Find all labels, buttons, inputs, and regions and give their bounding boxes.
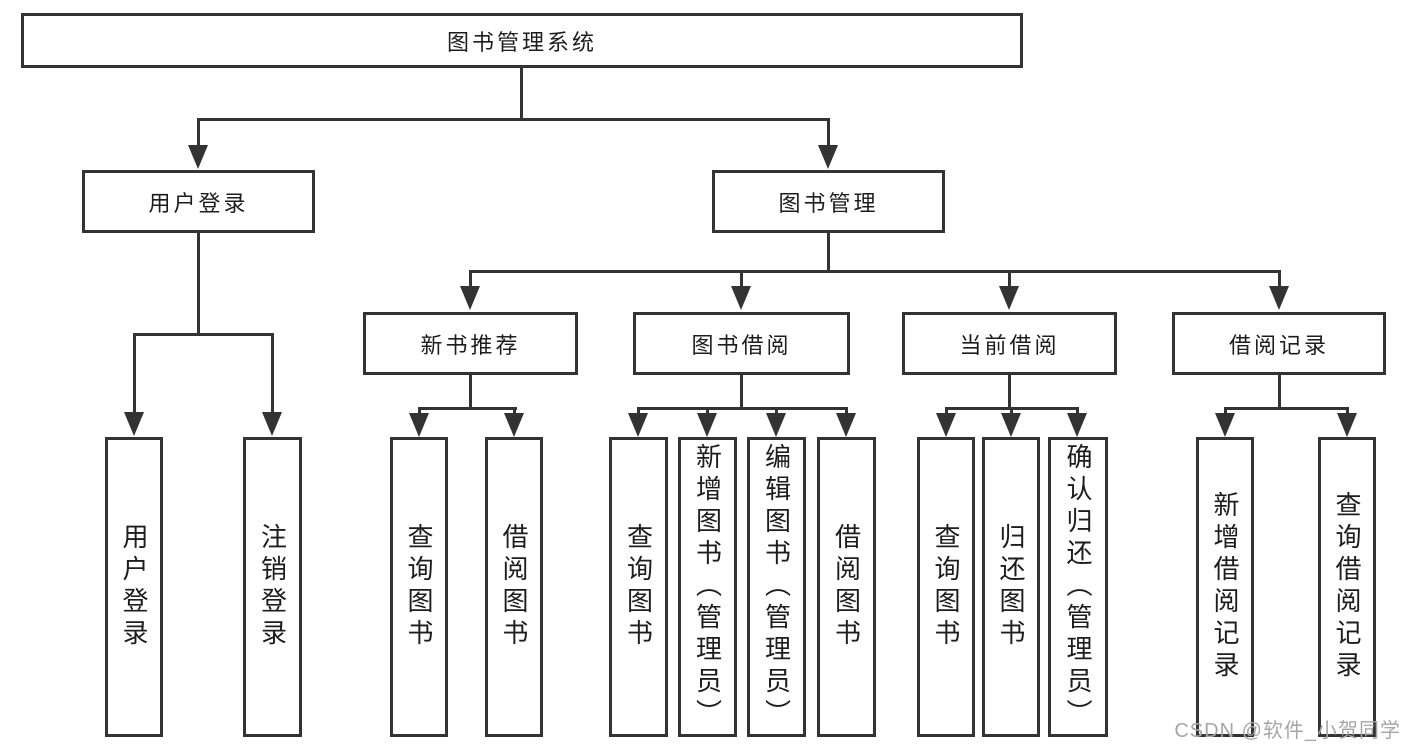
connector-recommend-rail xyxy=(418,407,517,410)
arrowhead-down-icon xyxy=(409,413,429,437)
node-label: 图书借阅 xyxy=(691,332,792,358)
connector-arrow-line xyxy=(1278,270,1281,288)
box-current-borrowing: 当前借阅 xyxy=(902,312,1117,375)
leaf-logout-login: 注销登录 xyxy=(243,437,302,737)
node-label: 图书管理 xyxy=(778,190,879,216)
arrowhead-down-icon xyxy=(697,413,717,437)
box-book-borrowing: 图书借阅 xyxy=(633,312,850,375)
connector-arrow-line xyxy=(1224,407,1227,415)
leaf-user-login: 用户登录 xyxy=(105,437,163,737)
arrowhead-down-icon xyxy=(262,412,282,436)
node-label: 借阅图书 xyxy=(499,523,529,651)
leaf-query-borrow-record: 查询借阅记录 xyxy=(1318,437,1376,737)
connector-arrow-line xyxy=(469,270,472,288)
box-user-login: 用户登录 xyxy=(82,170,315,233)
arrowhead-down-icon xyxy=(936,413,956,437)
connector-user-login-rail xyxy=(133,333,274,336)
node-label: 当前借阅 xyxy=(959,332,1060,358)
arrowhead-down-icon xyxy=(1001,413,1021,437)
arrowhead-down-icon xyxy=(460,286,480,310)
connector-arrow-line xyxy=(1346,407,1349,415)
connector-book-management-rail xyxy=(469,270,1281,273)
node-label: 注销登录 xyxy=(257,523,288,651)
leaf-query-books-recommend: 查询图书 xyxy=(390,437,448,737)
csdn-watermark: CSDN @软件_小贺同学 xyxy=(1174,720,1401,742)
connector-arrow-line xyxy=(845,407,848,415)
connector-arrow-line xyxy=(271,333,274,413)
leaf-add-borrow-record: 新增借阅记录 xyxy=(1196,437,1254,737)
box-borrowing-records: 借阅记录 xyxy=(1172,312,1386,375)
arrowhead-down-icon xyxy=(999,286,1019,310)
connector-arrow-line xyxy=(706,407,709,415)
connector-arrow-line xyxy=(827,118,830,148)
connector-arrow-line xyxy=(1010,407,1013,415)
arrowhead-down-icon xyxy=(1337,413,1357,437)
connector-root-stem xyxy=(520,68,523,120)
arrowhead-down-icon xyxy=(504,413,524,437)
leaf-borrow-books-borrowing: 借阅图书 xyxy=(817,437,876,737)
connector-borrowing-stem xyxy=(740,375,743,410)
leaf-query-books-current: 查询图书 xyxy=(917,437,975,737)
connector-level1-rail xyxy=(197,118,830,121)
connector-arrow-line xyxy=(775,407,778,415)
arrowhead-down-icon xyxy=(836,413,856,437)
node-label: 确认归还（管理员） xyxy=(1063,443,1093,731)
arrowhead-down-icon xyxy=(124,412,144,436)
connector-user-login-stem xyxy=(197,233,200,336)
connector-arrow-line xyxy=(133,333,136,413)
node-label: 新书推荐 xyxy=(420,332,521,358)
node-label: 图书管理系统 xyxy=(446,29,597,55)
leaf-edit-books-admin: 编辑图书（管理员） xyxy=(747,437,806,737)
node-label: 借阅记录 xyxy=(1228,332,1329,358)
arrowhead-down-icon xyxy=(1215,413,1235,437)
box-root-system: 图书管理系统 xyxy=(21,13,1023,68)
arrowhead-down-icon xyxy=(1269,286,1289,310)
leaf-query-books-borrowing: 查询图书 xyxy=(609,437,668,737)
connector-arrow-line xyxy=(418,407,421,415)
connector-borrowing-rail xyxy=(637,407,848,410)
connector-arrow-line xyxy=(197,118,200,148)
connector-current-stem xyxy=(1008,375,1011,410)
arrowhead-down-icon xyxy=(731,286,751,310)
node-label: 新增借阅记录 xyxy=(1210,491,1240,683)
connector-records-stem xyxy=(1278,375,1281,410)
arrowhead-down-icon xyxy=(188,145,208,169)
arrowhead-down-icon xyxy=(628,413,648,437)
node-label: 归还图书 xyxy=(996,523,1026,651)
leaf-confirm-return-admin: 确认归还（管理员） xyxy=(1048,437,1108,737)
connector-arrow-line xyxy=(637,407,640,415)
node-label: 用户登录 xyxy=(119,523,149,651)
box-book-management: 图书管理 xyxy=(712,170,945,233)
node-label: 查询图书 xyxy=(931,523,961,651)
node-label: 新增图书（管理员） xyxy=(692,443,723,731)
connector-recommend-stem xyxy=(469,375,472,410)
leaf-return-books: 归还图书 xyxy=(982,437,1040,737)
connector-records-rail xyxy=(1224,407,1349,410)
node-label: 用户登录 xyxy=(148,190,249,216)
connector-arrow-line xyxy=(1008,270,1011,288)
node-label: 编辑图书（管理员） xyxy=(761,443,792,731)
arrowhead-down-icon xyxy=(766,413,786,437)
arrowhead-down-icon xyxy=(818,145,838,169)
connector-arrow-line xyxy=(1076,407,1079,415)
arrowhead-down-icon xyxy=(1067,413,1087,437)
leaf-borrow-books-recommend: 借阅图书 xyxy=(485,437,543,737)
connector-arrow-line xyxy=(513,407,516,415)
node-label: 查询借阅记录 xyxy=(1332,491,1362,683)
node-label: 查询图书 xyxy=(404,523,434,651)
box-new-book-recommendation: 新书推荐 xyxy=(363,312,578,375)
leaf-add-books-admin: 新增图书（管理员） xyxy=(678,437,737,737)
node-label: 查询图书 xyxy=(623,523,654,651)
connector-book-management-stem xyxy=(827,233,830,273)
connector-arrow-line xyxy=(945,407,948,415)
node-label: 借阅图书 xyxy=(831,523,862,651)
connector-arrow-line xyxy=(740,270,743,288)
